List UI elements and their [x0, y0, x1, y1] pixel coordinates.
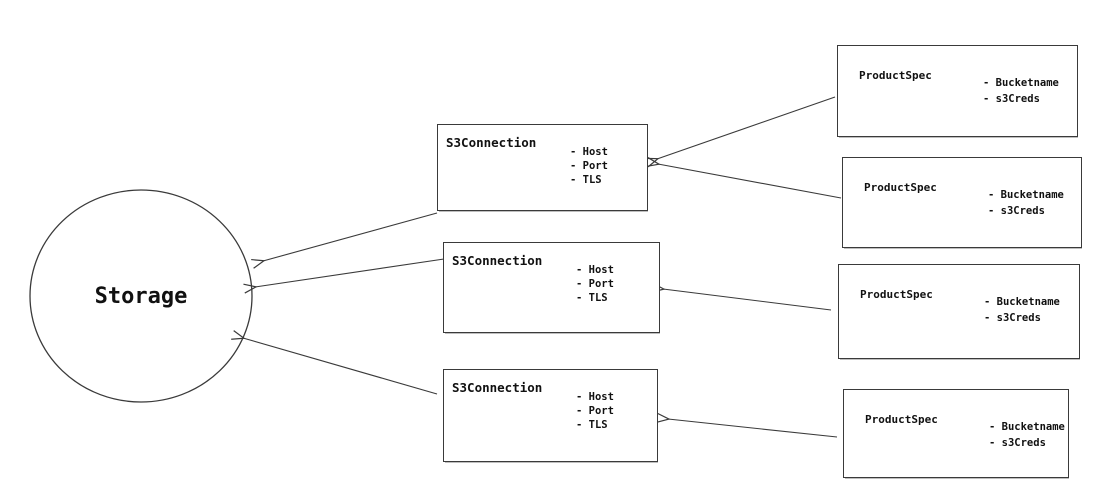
attribute-item: - s3Creds [984, 312, 1041, 324]
storage-label: Storage [94, 283, 188, 309]
node-title: ProductSpec [859, 69, 932, 82]
arrow-productspec4-to-s3connection3 [668, 419, 838, 438]
attribute-list: - Host - Port - TLS [576, 390, 614, 432]
node-productspec-2: ProductSpec - Bucketname - s3Creds [842, 157, 1082, 248]
attribute-item: - Port [570, 160, 608, 172]
node-title: ProductSpec [860, 288, 933, 301]
attribute-item: - Bucketname [989, 421, 1065, 433]
attribute-item: - Port [576, 405, 614, 417]
arrow-productspec1-to-s3connection1 [657, 96, 836, 159]
attribute-item: - TLS [576, 419, 608, 431]
attribute-item: - Bucketname [983, 77, 1059, 89]
attribute-item: - Host [576, 391, 614, 403]
attribute-item: - Bucketname [984, 296, 1060, 308]
arrow-productspec2-to-s3connection1 [658, 164, 842, 199]
attribute-item: - TLS [570, 174, 602, 186]
arrow-s3connection1-to-storage [263, 212, 438, 261]
attribute-item: - Bucketname [988, 189, 1064, 201]
attribute-list: - Host - Port - TLS [576, 263, 614, 305]
attribute-item: - TLS [576, 292, 608, 304]
node-productspec-3: ProductSpec - Bucketname - s3Creds [838, 264, 1080, 359]
node-title: ProductSpec [865, 413, 938, 426]
arrow-s3connection3-to-storage [243, 338, 438, 395]
arrow-productspec3-to-s3connection2 [663, 289, 832, 311]
node-storage: Storage [30, 190, 252, 402]
attribute-list: - Bucketname - s3Creds [984, 294, 1060, 326]
attribute-item: - s3Creds [988, 205, 1045, 217]
attribute-item: - Port [576, 278, 614, 290]
node-s3connection-1: S3Connection - Host - Port - TLS [437, 124, 648, 211]
attribute-list: - Bucketname - s3Creds [988, 187, 1064, 219]
attribute-list: - Bucketname - s3Creds [983, 75, 1059, 107]
attribute-item: - Host [576, 264, 614, 276]
node-title: S3Connection [446, 135, 537, 150]
node-s3connection-3: S3Connection - Host - Port - TLS [443, 369, 658, 462]
node-productspec-4: ProductSpec - Bucketname - s3Creds [843, 389, 1069, 478]
storage-circle [29, 189, 253, 403]
node-title: S3Connection [452, 380, 543, 395]
attribute-list: - Bucketname - s3Creds [989, 419, 1065, 451]
node-title: S3Connection [452, 253, 543, 268]
node-title: ProductSpec [864, 181, 937, 194]
arrow-s3connection2-to-storage [255, 258, 445, 287]
node-s3connection-2: S3Connection - Host - Port - TLS [443, 242, 660, 333]
attribute-item: - Host [570, 146, 608, 158]
attribute-item: - s3Creds [989, 437, 1046, 449]
attribute-list: - Host - Port - TLS [570, 145, 608, 187]
node-productspec-1: ProductSpec - Bucketname - s3Creds [837, 45, 1078, 137]
attribute-item: - s3Creds [983, 93, 1040, 105]
